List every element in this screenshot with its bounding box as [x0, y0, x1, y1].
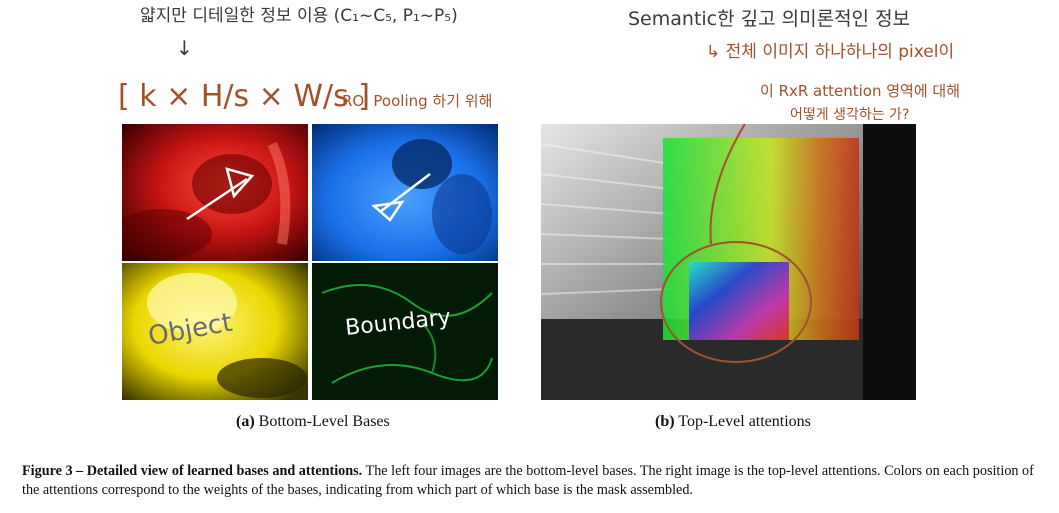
figure-caption-label: Figure 3 – Detailed view of learned base…	[22, 463, 363, 479]
base-green: Boundary	[312, 263, 498, 400]
base-yellow: Object	[122, 263, 308, 400]
top-left-note: 얇지만 디테일한 정보 이용 (C₁~C₅, P₁~P₅)	[140, 6, 458, 26]
top-right-arrow-note: ↳ 전체 이미지 하나하나의 pixel이	[706, 42, 955, 62]
subfig-a-title: Bottom-Level Bases	[258, 413, 390, 430]
down-arrow-note: ↓	[176, 36, 193, 60]
roi-pooling-note: ROI Pooling 하기 위해	[342, 92, 493, 110]
base-blue	[312, 124, 498, 261]
subfig-a-tag: (a)	[236, 413, 255, 430]
attention-image	[541, 124, 916, 400]
subfig-b-tag: (b)	[655, 413, 675, 430]
base-red	[122, 124, 308, 261]
rxr-note: 이 RxR attention 영역에 대해	[760, 82, 961, 100]
subfig-a-caption: (a) Bottom-Level Bases	[236, 413, 390, 431]
figure-caption: Figure 3 – Detailed view of learned base…	[22, 462, 1052, 500]
shape-formula-note: [ k × H/s × W/s ]	[118, 79, 370, 114]
subfig-b-title: Top-Level attentions	[678, 413, 811, 430]
subfig-b-caption: (b) Top-Level attentions	[655, 413, 811, 431]
figure-caption-text: The left four images are the bottom-leve…	[22, 463, 1034, 498]
top-right-note: Semantic한 깊고 의미론적인 정보	[628, 8, 911, 30]
rxr-note-2: 어떻게 생각하는 가?	[790, 107, 910, 123]
